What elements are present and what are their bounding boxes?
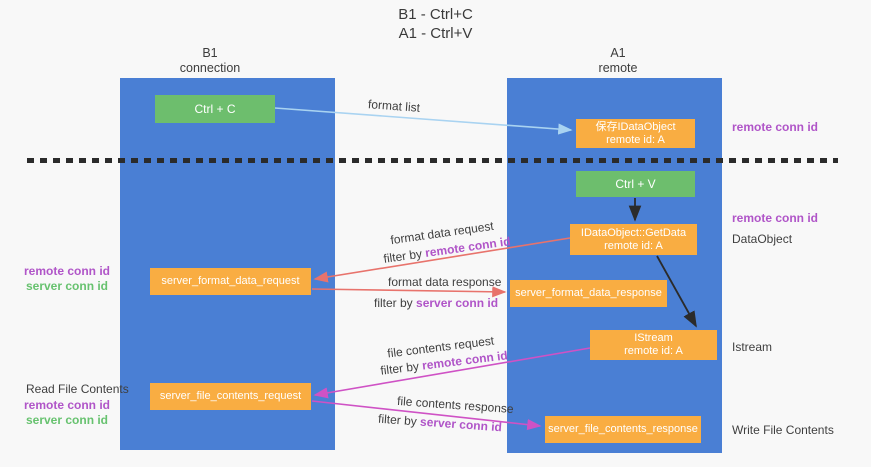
arrow-format-data-request [313, 237, 571, 283]
server-file-contents-request-label: server_file_contents_request [159, 390, 302, 402]
remote-conn-id-left-2: remote conn id [23, 398, 110, 412]
ctrl-v-box: Ctrl + V [576, 171, 695, 197]
left-column-name: B1 [202, 46, 218, 60]
server-conn-id-left-1: server conn id [25, 279, 109, 293]
server-conn-id-left-2: server conn id [25, 413, 109, 427]
title-line-1: B1 - Ctrl+C [398, 6, 473, 23]
write-file-contents-annotation: Write File Contents [732, 423, 834, 437]
arrow-file-contents-response [311, 400, 542, 431]
server-file-contents-response-label: server_file_contents_response [548, 423, 698, 435]
format-data-response-label: format data response [388, 275, 502, 289]
format-data-response-filter-label: filter by server conn id [374, 296, 498, 310]
saved-idataobject-line2: remote id: A [606, 133, 665, 146]
server-file-contents-request-box: server_file_contents_request [150, 383, 311, 410]
left-column-header: B1 connection [160, 46, 260, 76]
arrow-format-data-response [311, 286, 507, 298]
server-file-contents-response-box: server_file_contents_response [545, 416, 701, 443]
getdata-line1: IDataObject::GetData [580, 226, 687, 239]
istream-annotation: Istream [732, 340, 773, 354]
left-column-subtitle: connection [179, 61, 241, 75]
left-conn-id-block-1: remote conn id server conn id [22, 264, 112, 294]
getdata-line2: remote id: A [604, 239, 663, 252]
ctrl-c-box: Ctrl + C [155, 95, 275, 123]
istream-line2: remote id: A [624, 345, 683, 357]
phase-separator-dashed-line [27, 158, 838, 163]
istream-line1: IStream [634, 332, 673, 344]
filter-by-prefix: filter by [374, 296, 417, 310]
ctrl-v-label: Ctrl + V [615, 176, 656, 191]
right-column-subtitle: remote [598, 61, 638, 75]
arrow-format-list [274, 107, 573, 135]
title-line-2: A1 - Ctrl+V [398, 25, 473, 42]
filter-by-prefix: filter by [377, 411, 421, 429]
right-column-name: A1 [610, 46, 626, 60]
remote-conn-id-annotation-top: remote conn id [732, 120, 819, 134]
istream-box: IStream remote id: A [590, 330, 717, 360]
right-column-header: A1 remote [568, 46, 668, 76]
server-conn-id-text: server conn id [416, 296, 499, 310]
ctrl-c-label: Ctrl + C [194, 101, 236, 116]
remote-conn-id-left-1: remote conn id [23, 264, 110, 278]
arrow-file-contents-request [313, 347, 591, 399]
remote-conn-id-annotation-mid: remote conn id [732, 211, 819, 225]
saved-idataobject-line1: 保存IDataObject [595, 120, 676, 133]
left-conn-id-block-2: remote conn id server conn id [22, 398, 112, 428]
server-format-data-response-box: server_format_data_response [510, 280, 667, 307]
arrow-getdata-to-istream [656, 255, 697, 328]
server-format-data-response-label: server_format_data_response [515, 287, 662, 299]
read-file-contents-annotation: Read File Contents [26, 382, 129, 396]
dataobject-annotation: DataObject [732, 232, 793, 246]
server-format-data-request-box: server_format_data_request [150, 268, 311, 295]
idataobject-getdata-box: IDataObject::GetData remote id: A [570, 224, 697, 255]
server-format-data-request-label: server_format_data_request [161, 275, 300, 287]
saved-idataobject-box: 保存IDataObject remote id: A [576, 119, 695, 148]
